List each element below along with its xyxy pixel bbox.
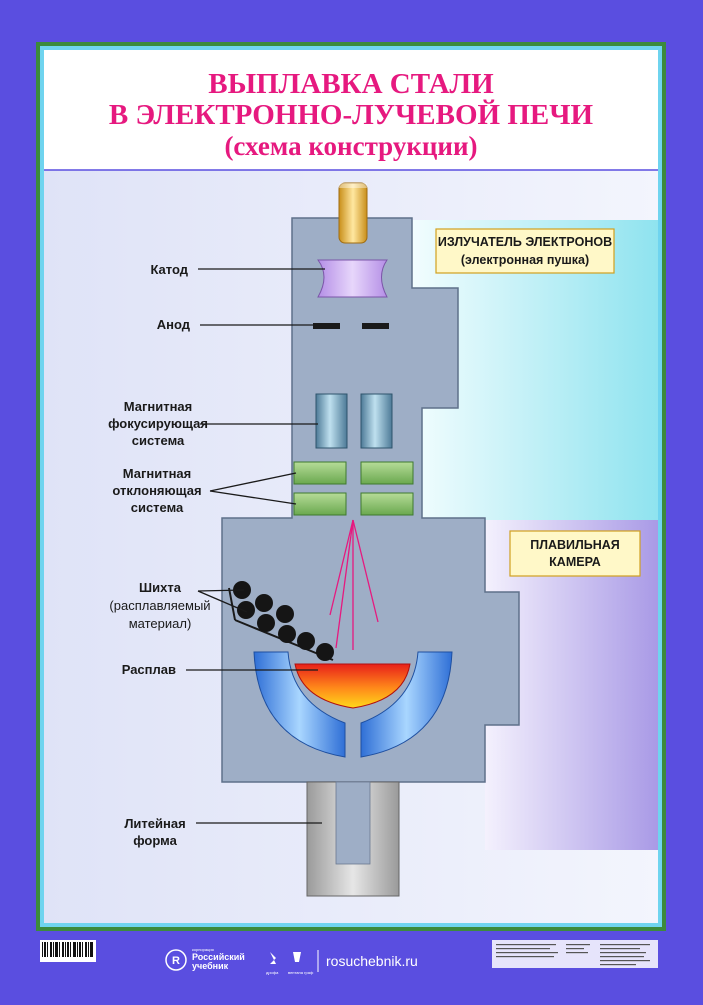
charge-balls — [233, 581, 334, 661]
publisher-line2: учебник — [192, 961, 229, 971]
label-charge-1: Шихта — [139, 580, 182, 595]
emitter-callout-line2: (электронная пушка) — [461, 253, 589, 267]
label-focusing-2: фокусирующая — [108, 416, 208, 431]
melt-shape — [294, 663, 411, 709]
label-focusing-1: Магнитная — [124, 399, 193, 414]
deflecting-coil-tr — [360, 461, 414, 485]
electron-beams — [329, 519, 379, 650]
emitter-callout-line1: ИЗЛУЧАТЕЛЬ ЭЛЕКТРОНОВ — [438, 235, 612, 249]
deflecting-coil-br — [360, 492, 414, 516]
label-charge-2: (расплавляемый — [109, 598, 210, 613]
label-focusing-3: система — [132, 433, 185, 448]
label-deflecting-1: Магнитная — [123, 466, 192, 481]
brand2-text: вентана граф — [288, 970, 314, 975]
label-mold-1: Литейная — [124, 816, 185, 831]
anode-right — [362, 323, 389, 329]
anode-left — [313, 323, 340, 329]
imprint-lines — [496, 944, 650, 966]
deflecting-coil-tl — [293, 461, 347, 485]
focusing-coil-left — [315, 393, 348, 449]
title-line-1: ВЫПЛАВКА СТАЛИ — [208, 68, 494, 100]
crucible-left — [253, 651, 346, 758]
brand-logos: дрофа вентана граф — [266, 952, 314, 975]
chamber-callout — [509, 530, 641, 577]
label-deflecting-2: отклоняющая — [112, 483, 201, 498]
barcode — [40, 940, 96, 962]
title-panel — [44, 50, 658, 170]
label-charge-3: материал) — [129, 616, 192, 631]
label-melt: Расплав — [122, 662, 176, 677]
svg-text:R: R — [172, 955, 180, 967]
drofa-icon — [270, 952, 276, 964]
focusing-coil-right — [360, 393, 393, 449]
label-anode: Анод — [157, 317, 191, 332]
beam-tube — [338, 182, 368, 244]
publisher-small: корпорация — [192, 947, 214, 952]
ventana-icon — [293, 952, 301, 962]
publisher-line1: Российский — [192, 952, 245, 962]
label-cathode: Катод — [150, 262, 188, 277]
emitter-callout — [435, 228, 615, 274]
publisher-logo: R корпорация Российский учебник — [165, 947, 245, 971]
title-line-2: В ЭЛЕКТРОННО-ЛУЧЕВОЙ ПЕЧИ — [109, 98, 594, 131]
mold-cavity — [335, 781, 371, 865]
chamber-callout-line1: ПЛАВИЛЬНАЯ — [530, 538, 620, 552]
brand1-text: дрофа — [266, 970, 279, 975]
label-mold-2: форма — [133, 833, 177, 848]
crucible-right — [360, 651, 453, 758]
deflecting-coil-bl — [293, 492, 347, 516]
title-line-3: (схема конструкции) — [224, 131, 477, 161]
cathode-shape — [317, 259, 388, 298]
chamber-callout-line2: КАМЕРА — [549, 555, 601, 569]
publisher-logo-icon — [165, 949, 187, 971]
label-deflecting-3: система — [131, 500, 184, 515]
website-link[interactable]: rosuchebnik.ru — [326, 953, 418, 969]
